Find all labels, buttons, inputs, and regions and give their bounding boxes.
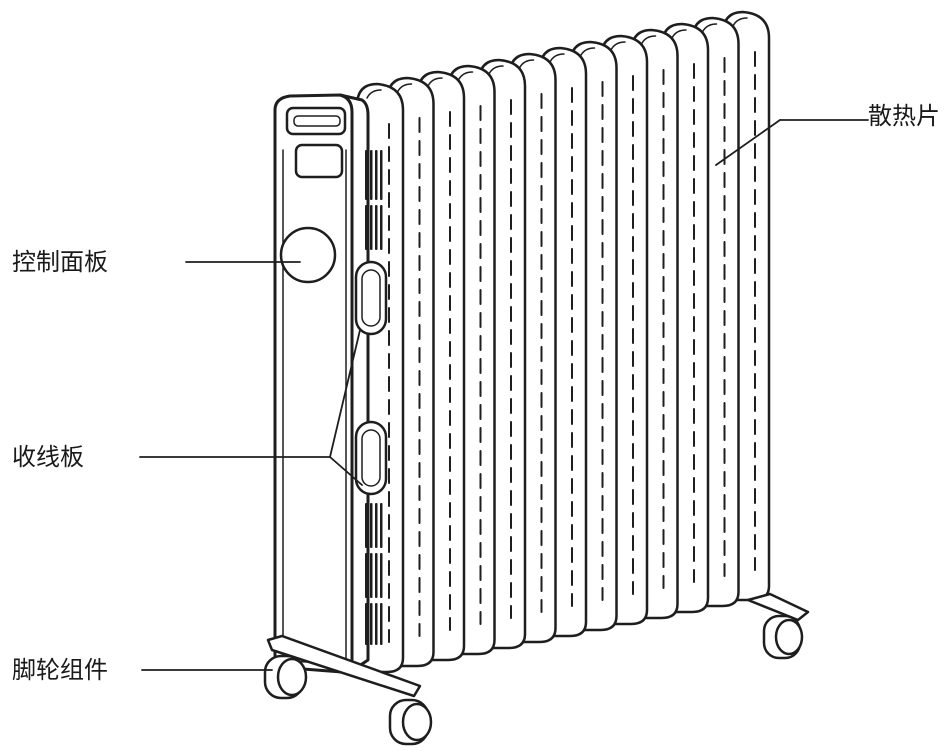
vent-slot: [375, 603, 378, 645]
radiator-fin-edge: [457, 71, 474, 81]
label-control-panel: 控制面板: [12, 248, 108, 276]
front-foot-bar: [266, 634, 422, 698]
vent-slot: [375, 503, 378, 548]
vent-slot: [365, 503, 368, 548]
radiator-fin-edge: [427, 77, 443, 87]
vent-slot: [375, 150, 378, 200]
radiator-fin-edge: [518, 59, 535, 69]
radiator-fin-edge: [579, 47, 596, 57]
vent-slot: [380, 150, 383, 200]
vent-slot: [370, 503, 373, 548]
radiator-fin-edge: [610, 41, 626, 51]
label-wheels: 脚轮组件: [12, 656, 108, 684]
display-window: [294, 143, 344, 179]
vent-slot: [370, 205, 373, 250]
leader-cord-board-up: [329, 329, 361, 458]
vent-slot: [380, 603, 383, 645]
front-control-unit: [273, 93, 388, 674]
radiator-fin-edge: [701, 23, 718, 33]
wheel-left: [263, 654, 308, 700]
top-handle-grip: [293, 115, 341, 127]
vent-slot: [365, 553, 368, 598]
front-housing: [273, 93, 354, 674]
wheel-assembly: [263, 592, 810, 746]
vent-slot: [370, 553, 373, 598]
side-vents: [365, 150, 383, 645]
cord-slot-upper: [354, 260, 388, 336]
leader-cord-board-down: [329, 456, 363, 486]
radiator-fin-edge: [549, 53, 565, 63]
vent-slot: [380, 205, 383, 250]
wheel-right: [762, 614, 804, 660]
rear-foot-bar: [746, 592, 810, 622]
label-fins: 散热片: [868, 102, 940, 130]
wheel-center: [388, 698, 433, 746]
vent-slot: [365, 205, 368, 250]
vent-slot: [375, 205, 378, 250]
radiator-fin-edge: [671, 29, 687, 39]
vent-slot: [365, 603, 368, 645]
vent-slot: [370, 603, 373, 645]
radiator-fin-edge: [366, 89, 382, 99]
vent-slot: [375, 553, 378, 598]
cord-slot-lower-inner: [361, 429, 381, 487]
radiator-fin-edge: [640, 35, 657, 45]
radiator-fin-edge: [732, 17, 748, 27]
vent-slot: [370, 150, 373, 200]
leader-lines: [139, 119, 869, 671]
label-cord-board: 收线板: [12, 443, 84, 471]
radiator-fin-edge: [488, 65, 504, 75]
radiator-fin-edge: [396, 83, 413, 93]
top-handle: [285, 106, 347, 136]
vent-slot: [380, 503, 383, 548]
control-knob: [279, 226, 337, 284]
vent-slot: [380, 553, 383, 598]
leader-fins-diagonal: [715, 119, 781, 166]
vent-slot: [365, 150, 368, 200]
radiator-fins: [355, 10, 771, 674]
cord-slot-upper-inner: [361, 269, 381, 327]
cord-slot-lower: [354, 420, 388, 496]
